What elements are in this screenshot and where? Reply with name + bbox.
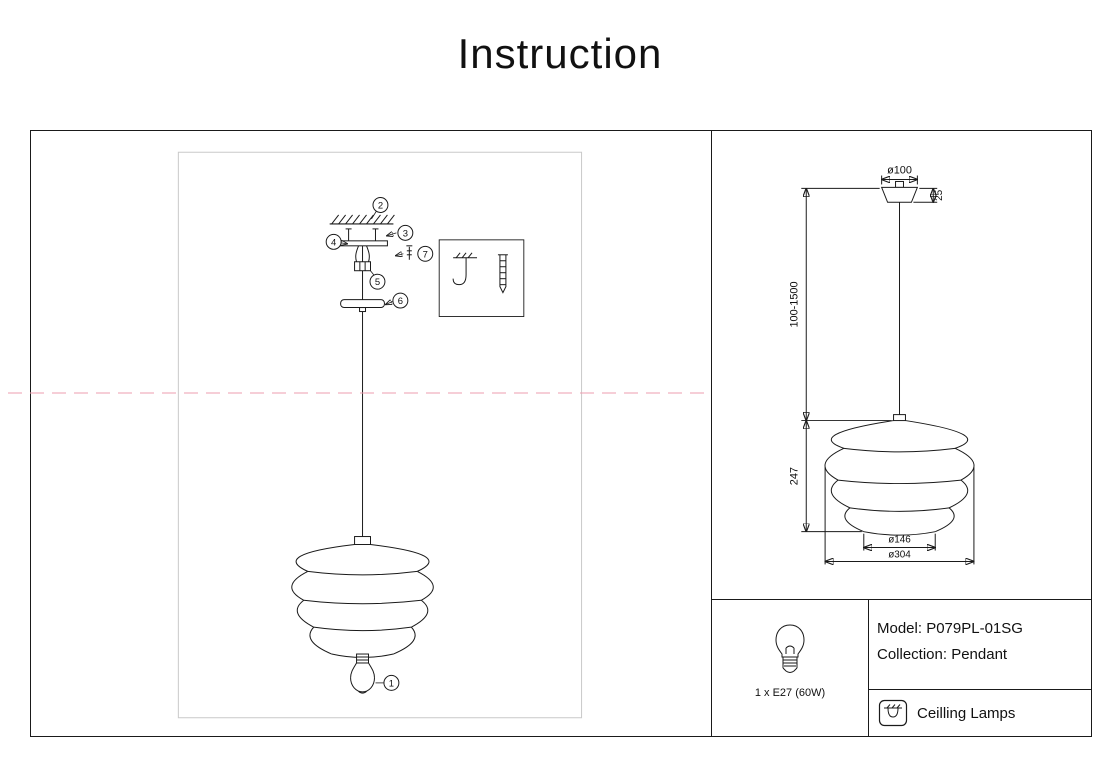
svg-text:ø146: ø146	[888, 535, 911, 546]
callout-2: 2	[372, 197, 389, 213]
bulb	[350, 653, 375, 694]
lamp-shade	[824, 414, 975, 536]
callout-5: 5	[369, 273, 386, 290]
callout-3: 3	[397, 224, 414, 241]
svg-text:2: 2	[378, 200, 383, 211]
svg-text:247: 247	[788, 467, 800, 485]
model-info: Model: P079PL-01SG Collection: Pendant	[869, 600, 1091, 689]
callout-6: 6	[392, 292, 409, 309]
svg-text:25: 25	[934, 189, 945, 201]
leader-7	[395, 254, 404, 256]
canopy	[340, 299, 385, 313]
svg-text:3: 3	[403, 228, 408, 239]
callout-7: 7	[417, 245, 434, 262]
svg-text:5: 5	[375, 277, 380, 288]
leader-6	[385, 302, 392, 305]
screw-icon	[406, 245, 413, 260]
wires	[355, 245, 370, 262]
assembly-panel: 2 3 4 7 5 6 1	[30, 130, 712, 737]
dim-canopy-height: 25	[913, 188, 945, 202]
assembly-diagram: 2 3 4 7 5 6 1	[177, 151, 583, 719]
leader-2	[371, 210, 377, 220]
dim-canopy-diameter: ø100	[882, 165, 918, 185]
callout-4: 4	[325, 233, 342, 250]
svg-text:7: 7	[423, 249, 428, 260]
dim-shade-height: 247	[788, 421, 862, 532]
lamp-spec-label: 1 x E27 (60W)	[754, 687, 826, 699]
model-info-cell: Model: P079PL-01SG Collection: Pendant C…	[868, 600, 1091, 736]
svg-text:4: 4	[331, 237, 336, 248]
ceiling-lamp-icon	[878, 699, 908, 727]
svg-text:ø304: ø304	[888, 549, 911, 560]
mounting-screws	[345, 228, 379, 241]
cut-line	[8, 392, 712, 394]
svg-text:100-1500: 100-1500	[788, 281, 800, 327]
dimensions-panel: ø100 25 100-1500 247	[712, 130, 1092, 737]
svg-text:6: 6	[398, 296, 403, 307]
collection-label: Collection: Pendant	[877, 646, 1008, 663]
category-label: Ceilling Lamps	[917, 704, 1016, 722]
inner-frame	[177, 151, 583, 719]
svg-text:1: 1	[389, 678, 394, 689]
dim-shade-diameter: ø304	[825, 467, 974, 564]
leader-3	[386, 233, 397, 236]
category-row: Ceilling Lamps	[869, 689, 1091, 736]
dimension-drawing: ø100 25 100-1500 247	[788, 165, 1089, 601]
lamp-shade	[291, 536, 434, 659]
model-label: Model: P079PL-01SG	[877, 620, 1023, 637]
bulb-icon	[775, 624, 805, 673]
callout-1: 1	[383, 674, 400, 691]
hook-icon	[452, 252, 478, 286]
lamp-spec-cell: 1 x E27 (60W)	[712, 600, 868, 736]
canopy	[880, 180, 919, 203]
dim-suspension-length: 100-1500	[788, 188, 892, 420]
leader-4	[341, 243, 347, 244]
spec-panel: 1 x E27 (60W) Model: P079PL-01SG Collect…	[712, 599, 1091, 736]
tools-inset-box	[438, 239, 525, 317]
svg-text:ø100: ø100	[887, 165, 912, 177]
anchor-icon	[497, 254, 508, 294]
terminal-block	[354, 261, 371, 272]
page-title: Instruction	[457, 30, 663, 77]
dim-opening-diameter: ø146	[864, 533, 935, 551]
ceiling-hatch	[329, 214, 395, 225]
